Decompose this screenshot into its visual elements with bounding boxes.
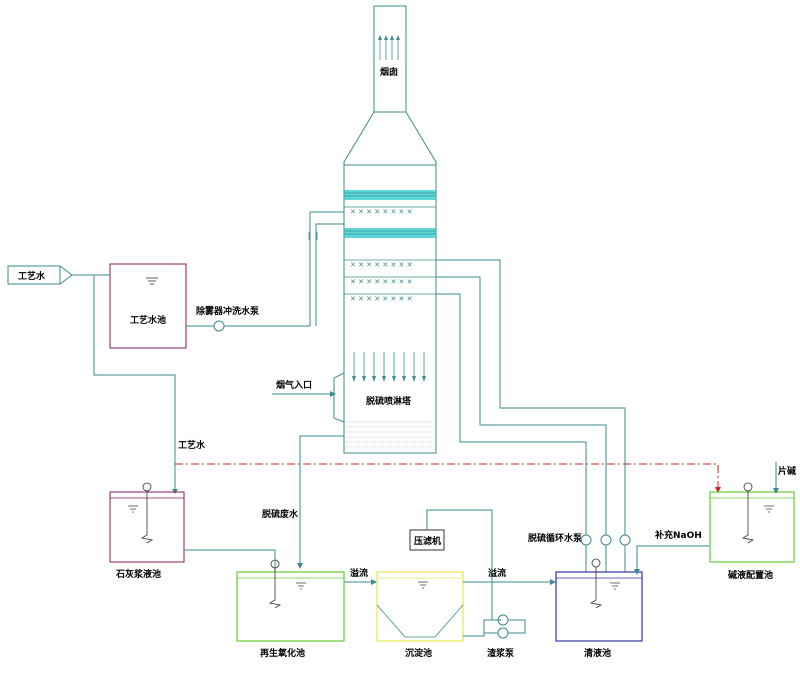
naoh-dosing-line	[175, 463, 721, 493]
filter-press-label: 压滤机	[414, 535, 441, 547]
circulation-lines: 脱硫循环水泵	[436, 259, 631, 572]
process-water-tank-box	[109, 263, 187, 349]
flake-caustic-label: 片碱	[778, 465, 796, 477]
slurry-pump-2-icon	[497, 627, 509, 639]
demister-wash-line: 除雾器冲洗水泵	[186, 211, 344, 332]
settling-tank: 沉淀池	[376, 571, 464, 659]
slurry-pump-label: 渣浆泵	[487, 647, 515, 659]
agitator-motor-icon	[743, 482, 753, 492]
process-water-inlet: 工艺水 工艺水	[7, 265, 206, 494]
agitator-icon	[589, 567, 603, 609]
lime-slurry-tank-label: 石灰浆液池	[115, 568, 161, 580]
demister-pump-label: 除雾器冲洗水泵	[196, 305, 260, 317]
svg-text:✕ ✕ ✕ ✕ ✕ ✕ ✕ ✕: ✕ ✕ ✕ ✕ ✕ ✕ ✕ ✕	[350, 295, 413, 303]
process-water-line-label: 工艺水	[178, 439, 206, 451]
chimney-stack	[373, 5, 407, 113]
overflow-line-1: 溢流	[344, 567, 377, 585]
demister-layer-upper	[344, 190, 436, 200]
lime-slurry-tank: 石灰浆液池	[109, 482, 276, 580]
spray-tower: ✕ ✕ ✕ ✕ ✕ ✕ ✕ ✕ ✕ ✕ ✕ ✕ ✕ ✕ ✕ ✕ ✕ ✕ ✕ ✕ …	[272, 164, 437, 454]
svg-text:✕ ✕ ✕ ✕ ✕ ✕ ✕ ✕: ✕ ✕ ✕ ✕ ✕ ✕ ✕ ✕	[350, 278, 413, 286]
circulation-pump-2-icon	[600, 534, 612, 546]
tower-body	[343, 164, 437, 454]
chimney-up-arrows-icon	[378, 35, 400, 60]
settling-tank-label: 沉淀池	[405, 647, 432, 659]
agitator-icon	[140, 491, 154, 544]
demister-pump-icon	[213, 320, 225, 332]
water-level-icon	[764, 505, 774, 513]
circulation-pump-label: 脱硫循环水泵	[528, 532, 583, 544]
svg-text:✕ ✕ ✕ ✕ ✕ ✕ ✕ ✕: ✕ ✕ ✕ ✕ ✕ ✕ ✕ ✕	[350, 261, 413, 269]
filter-press: 压滤机	[409, 509, 501, 621]
caustic-tank-box	[709, 491, 795, 563]
flue-gas-inlet-label: 烟气入口	[276, 379, 312, 391]
overflow-line-2: 溢流	[463, 567, 556, 585]
naoh-supply-label: 补充NaOH	[654, 529, 702, 541]
water-level-icon	[128, 505, 138, 513]
desulf-wastewater-label: 脱硫废水	[262, 508, 299, 520]
circulation-pump-1-icon	[580, 534, 592, 546]
clear-tank-box	[555, 571, 643, 642]
process-water-inlet-label: 工艺水	[18, 270, 46, 282]
svg-text:✕ ✕ ✕ ✕ ✕ ✕ ✕ ✕: ✕ ✕ ✕ ✕ ✕ ✕ ✕ ✕	[350, 208, 413, 216]
overflow-2-label: 溢流	[488, 567, 506, 579]
caustic-tank-label: 碱液配置池	[728, 569, 773, 581]
process-water-inlet-tag	[7, 265, 73, 285]
spray-x-marks-icon: ✕ ✕ ✕ ✕ ✕ ✕ ✕ ✕ ✕ ✕ ✕ ✕ ✕ ✕ ✕ ✕ ✕ ✕ ✕ ✕ …	[350, 208, 413, 303]
water-level-icon	[146, 277, 158, 285]
process-water-tank: 工艺水池	[109, 263, 187, 349]
caustic-prep-tank: 碱液配置池 片碱	[709, 462, 796, 581]
regen-tank-label: 再生氧化池	[260, 647, 305, 659]
overflow-1-label: 溢流	[350, 567, 368, 579]
clear-tank-label: 清液池	[584, 647, 611, 659]
settling-hopper	[376, 604, 464, 638]
naoh-supply-line: 补充NaOH	[634, 529, 710, 575]
wastewater-line: 脱硫废水	[262, 435, 344, 569]
flue-gas-inlet-duct	[333, 372, 345, 423]
spray-nozzles-icon	[344, 206, 436, 295]
regen-oxidation-tank: 再生氧化池	[236, 559, 345, 659]
settling-tank-box	[376, 571, 464, 642]
chimney-label: 烟囱	[380, 66, 398, 78]
agitator-icon	[741, 491, 755, 544]
process-water-tank-label: 工艺水池	[130, 314, 166, 326]
water-level-icon	[296, 582, 306, 590]
tower-label: 脱硫喷淋塔	[366, 395, 412, 407]
regen-tank-box	[236, 571, 345, 642]
clear-liquid-tank: 清液池	[555, 558, 643, 659]
water-level-icon	[418, 581, 428, 589]
agitator-icon	[268, 568, 282, 609]
demister-layer-lower	[344, 228, 436, 238]
chimney: 烟囱	[343, 5, 437, 168]
agitator-motor-icon	[591, 558, 601, 568]
water-level-icon	[610, 582, 620, 590]
slurry-pumps: 渣浆泵	[463, 614, 526, 659]
agitator-motor-icon	[142, 482, 152, 492]
circulation-pump-3-icon	[619, 534, 631, 546]
gas-down-arrows-icon	[352, 352, 426, 382]
